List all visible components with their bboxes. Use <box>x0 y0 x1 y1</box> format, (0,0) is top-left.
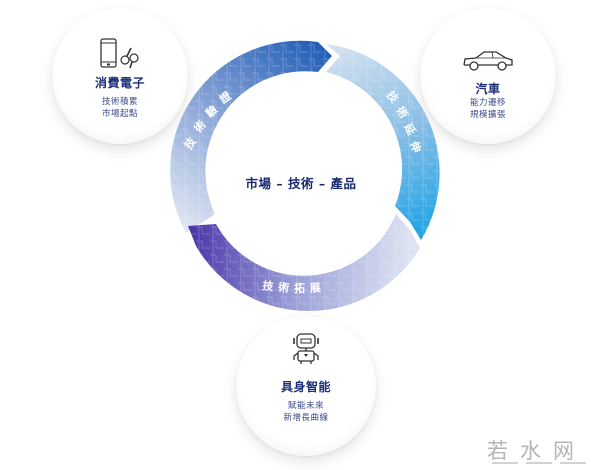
node-subtitle-line: 賦能未來 <box>287 401 324 411</box>
watermark-underline <box>526 462 552 464</box>
node-title: 汽車 <box>475 82 501 96</box>
segment-label-expansion-char: 術 <box>277 280 290 295</box>
node-subtitle-line: 規模擴張 <box>469 110 506 120</box>
segment-label-extension-char: 伸 <box>407 138 424 154</box>
node-subtitle-line: 能力遷移 <box>469 98 506 108</box>
node-title: 消費電子 <box>94 76 145 90</box>
node-embodied-ai: 具身智能 賦能未來 新增長曲線 <box>236 316 376 456</box>
car-icon <box>463 51 513 71</box>
node-automotive: 汽車 能力遷移 規模擴張 <box>420 8 556 144</box>
watermark-underline <box>560 462 586 464</box>
segment-label-expansion-char: 拓 <box>294 281 305 295</box>
cycle-segment-extension <box>326 44 440 240</box>
segment-label-expansion-char: 技 <box>262 278 276 294</box>
node-subtitle-line: 技術積累 <box>101 97 138 107</box>
robot-icon <box>293 333 319 364</box>
watermark-underline <box>492 462 518 464</box>
cycle-segment-expansion <box>188 214 420 312</box>
node-title: 具身智能 <box>280 380 331 394</box>
node-subtitle-line: 新增長曲線 <box>283 413 329 423</box>
segment-label-expansion-char: 展 <box>308 281 322 295</box>
node-consumer-electronics: 消費電子 技術積累 市場起點 <box>52 8 188 144</box>
node-subtitle-line: 市場起點 <box>101 109 138 119</box>
center-label: 市場 – 技術 – 產品 <box>245 176 357 191</box>
cycle-segment-validation <box>170 40 332 233</box>
watermark: 若水网 <box>487 439 586 463</box>
smartphone-earbuds-icon <box>100 38 139 69</box>
